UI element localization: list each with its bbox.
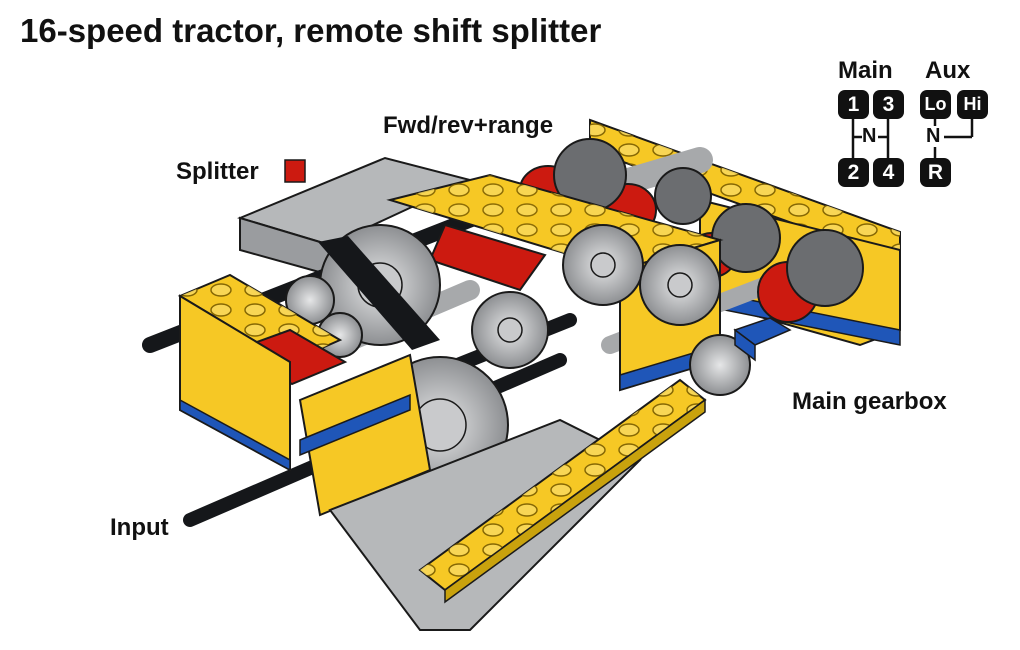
main-gear-1-key: 1 xyxy=(838,90,869,119)
aux-heading: Aux xyxy=(925,57,971,84)
drive-chain xyxy=(318,236,440,350)
main-gearbox-label: Main gearbox xyxy=(792,388,947,415)
aux-neutral: N xyxy=(926,125,941,147)
main-gear-2-key: 2 xyxy=(838,158,869,187)
input-label: Input xyxy=(110,514,169,541)
aux-reverse-key: R xyxy=(920,158,951,187)
main-gear-3-key: 3 xyxy=(873,90,904,119)
aux-lo-key: Lo xyxy=(920,90,951,119)
main-gearbox-gears xyxy=(553,138,864,307)
blue-bricks xyxy=(733,317,792,362)
main-gear-4-key: 4 xyxy=(873,158,904,187)
input-frame xyxy=(177,273,432,517)
splitter-label: Splitter xyxy=(176,158,259,185)
page-title: 16-speed tractor, remote shift splitter xyxy=(20,12,602,49)
fwd-rev-range-label: Fwd/rev+range xyxy=(383,112,554,139)
splitter-beam xyxy=(237,156,473,277)
main-heading: Main xyxy=(838,57,893,84)
main-neutral: N xyxy=(862,125,877,147)
front-beam xyxy=(418,378,707,604)
aux-hi-key: Hi xyxy=(957,90,988,119)
